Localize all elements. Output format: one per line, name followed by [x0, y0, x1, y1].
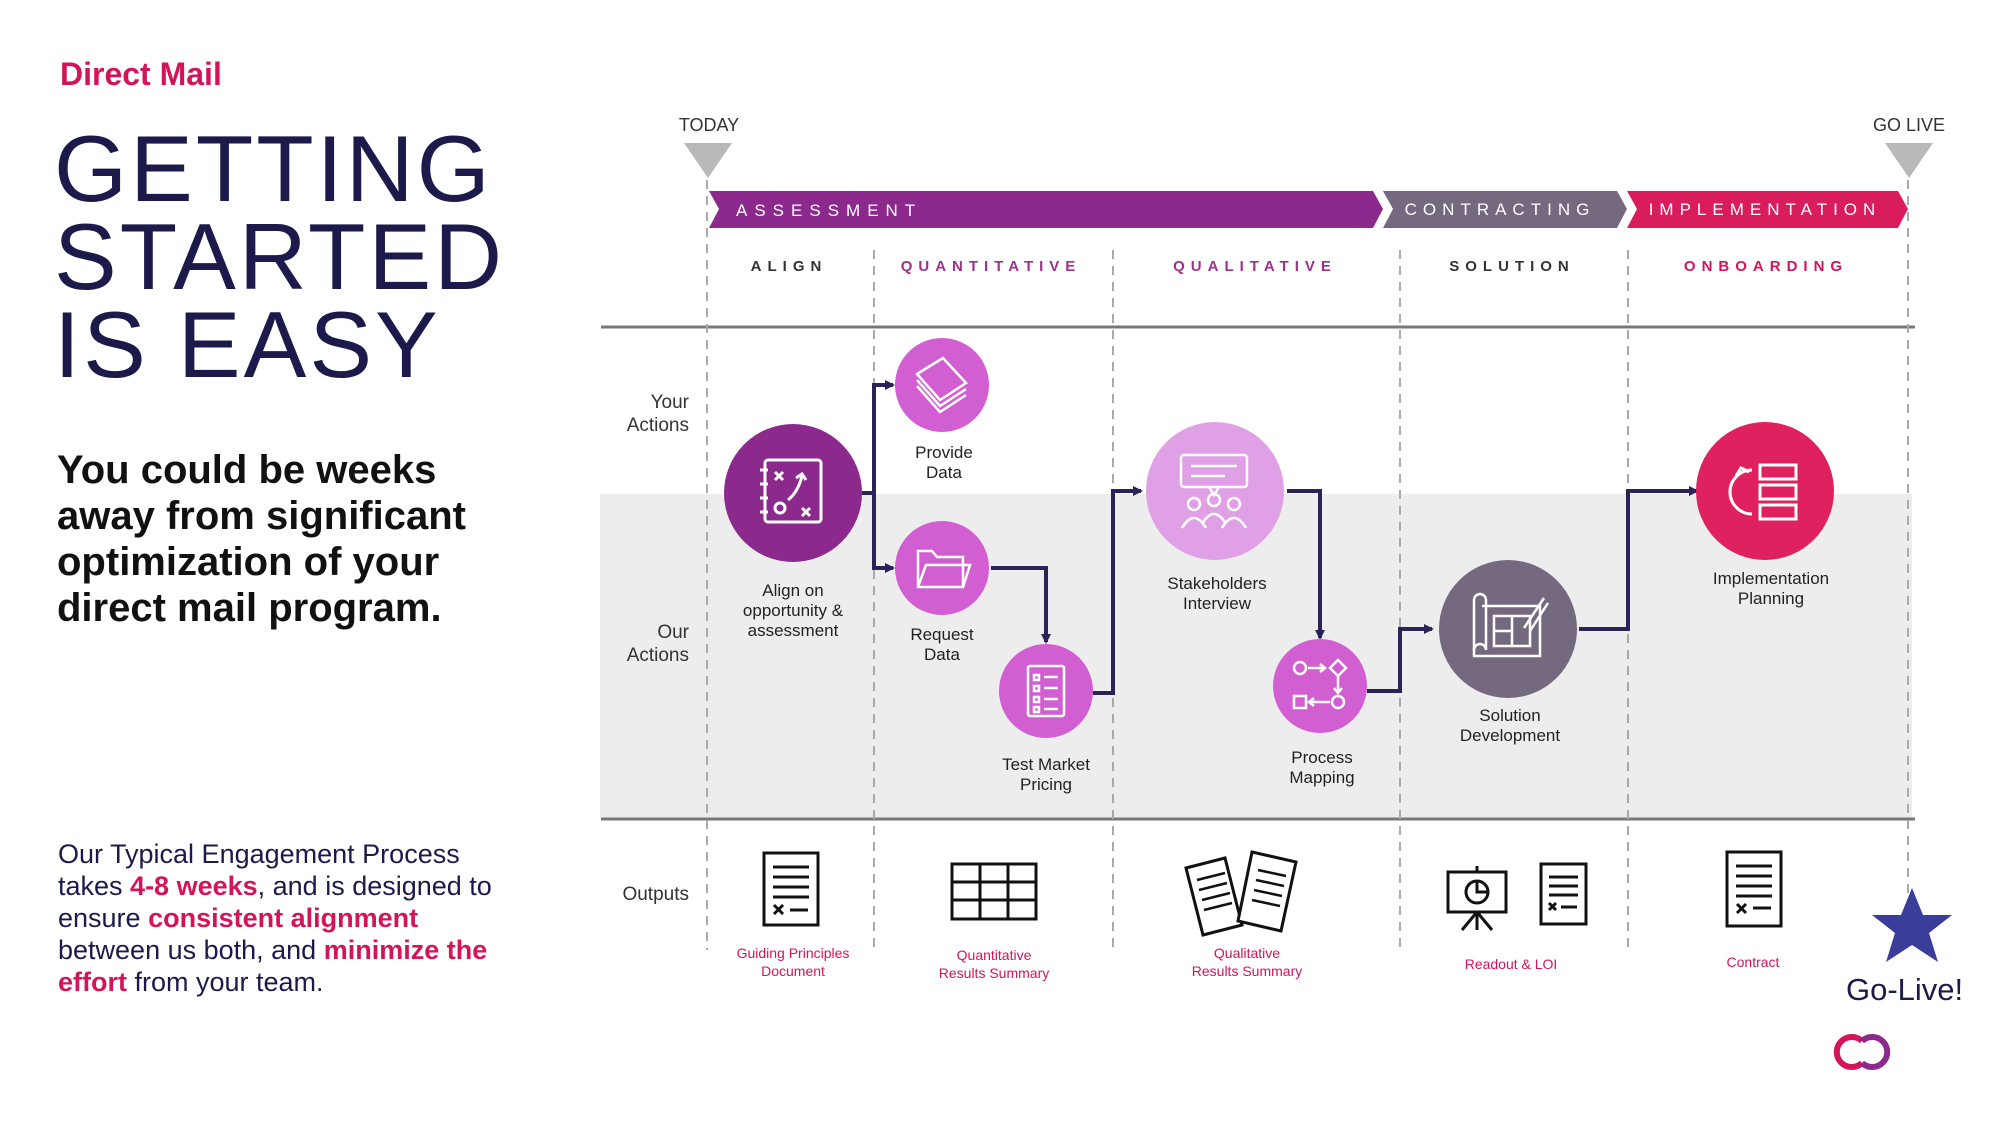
row-our-actions-line-1: Our — [657, 622, 689, 643]
step-implementation-label-1: Implementation — [1713, 569, 1829, 588]
loi-document-icon — [1539, 862, 1588, 926]
step-implementation-label-2: Planning — [1738, 589, 1804, 608]
process-flow-icon — [1292, 658, 1348, 710]
stage-align: ALIGN — [751, 258, 828, 275]
output-quant-label-2: Results Summary — [939, 965, 1049, 981]
step-implementation-planning-circle — [1696, 422, 1834, 560]
phase-contracting — [1383, 191, 1627, 228]
phase-implementation-label: IMPLEMENTATION — [1649, 200, 1882, 219]
subheading: You could be weeks away from significant… — [57, 448, 466, 630]
star-icon — [1872, 888, 1952, 962]
meeting-icon — [1179, 453, 1249, 529]
step-solution-development-circle — [1439, 560, 1577, 698]
output-qual-label-2: Results Summary — [1192, 963, 1302, 979]
step-stakeholders-label-2: Interview — [1183, 594, 1252, 613]
blueprint-icon — [1472, 592, 1550, 658]
golive-marker-icon — [1885, 143, 1933, 178]
row-our-actions-line-2: Actions — [627, 645, 689, 666]
presentation-icon — [1446, 866, 1508, 931]
column-dividers — [706, 180, 1909, 950]
step-request-data-label-1: Request — [910, 625, 974, 644]
today-label: TODAY — [679, 115, 739, 135]
output-quant-label-1: Quantitative — [957, 947, 1032, 963]
intro-text-1: Our Typical Engagement Process takes — [58, 839, 460, 901]
table-icon — [950, 862, 1038, 921]
phase-implementation — [1627, 191, 1908, 228]
stage-qualitative: QUALITATIVE — [1173, 258, 1337, 275]
intro-highlight-effort: minimize the effort — [58, 935, 488, 997]
step-test-market-label-2: Pricing — [1020, 775, 1072, 794]
intro-text-2: , and is designed to ensure — [58, 871, 492, 933]
step-request-data-circle — [895, 521, 989, 615]
step-stakeholders-circle — [1146, 422, 1284, 560]
row-your-actions-line-2: Actions — [627, 415, 689, 436]
output-contract-label: Contract — [1727, 954, 1780, 970]
intro-highlight-alignment: consistent alignment — [148, 903, 419, 933]
step-test-market-label-1: Test Market — [1002, 755, 1090, 774]
stage-solution: SOLUTION — [1449, 258, 1575, 275]
intro-paragraph: Our Typical Engagement Process takes 4-8… — [58, 838, 518, 998]
paper-stack-icon — [915, 356, 968, 414]
strategy-board-icon — [760, 458, 823, 524]
output-readout-label: Readout & LOI — [1465, 956, 1558, 972]
document-icon — [762, 851, 820, 927]
output-guiding-label-2: Document — [761, 963, 825, 979]
stage-onboarding: ONBOARDING — [1684, 258, 1848, 275]
phase-assessment-label: ASSESSMENT — [736, 201, 922, 220]
output-guiding-label-1: Guiding Principles — [737, 945, 850, 961]
stage-quantitative: QUANTITATIVE — [901, 258, 1082, 275]
step-request-data-label-2: Data — [924, 645, 960, 664]
intro-text-3: between us both, and — [58, 935, 324, 965]
step-process-mapping-circle — [1273, 639, 1367, 733]
row-your-actions-line-1: Your — [651, 392, 690, 413]
step-solution-label-1: Solution — [1479, 706, 1540, 725]
row-outputs: Outputs — [622, 884, 689, 905]
planning-icon — [1728, 463, 1798, 521]
golive-label: GO LIVE — [1873, 115, 1945, 135]
phase-contracting-label: CONTRACTING — [1405, 200, 1596, 219]
headline-line-3: IS EASY — [54, 292, 441, 397]
company-logo-icon — [1833, 1034, 1891, 1070]
step-align-label-3: assessment — [748, 621, 839, 640]
step-stakeholders-label-1: Stakeholders — [1167, 574, 1266, 593]
step-solution-label-2: Development — [1460, 726, 1560, 745]
phase-assessment — [709, 191, 1383, 228]
headline-line-1: GETTING — [54, 116, 493, 221]
eyebrow-title: Direct Mail — [60, 56, 222, 92]
page-headline: GETTING STARTED IS EASY — [54, 116, 506, 397]
step-provide-data-circle — [895, 338, 989, 432]
headline-line-2: STARTED — [54, 204, 506, 309]
documents-icon — [1184, 850, 1298, 937]
intro-highlight-duration: 4-8 weeks — [130, 871, 258, 901]
today-marker-icon — [684, 143, 732, 178]
step-provide-data-label-1: Provide — [915, 443, 973, 462]
process-connectors — [862, 380, 1699, 695]
step-align-label-2: opportunity & — [743, 601, 844, 620]
step-test-market-pricing-circle — [999, 644, 1093, 738]
contract-icon — [1725, 850, 1783, 928]
checklist-icon — [1026, 664, 1066, 718]
step-align-label-1: Align on — [762, 581, 823, 600]
step-provide-data-label-2: Data — [926, 463, 962, 482]
folder-icon — [916, 549, 972, 589]
step-process-mapping-label-1: Process — [1291, 748, 1352, 767]
golive-caption: Go-Live! — [1846, 972, 1964, 1007]
output-qual-label-1: Qualitative — [1214, 945, 1280, 961]
intro-text-4: from your team. — [127, 967, 324, 997]
step-process-mapping-label-2: Mapping — [1289, 768, 1354, 787]
